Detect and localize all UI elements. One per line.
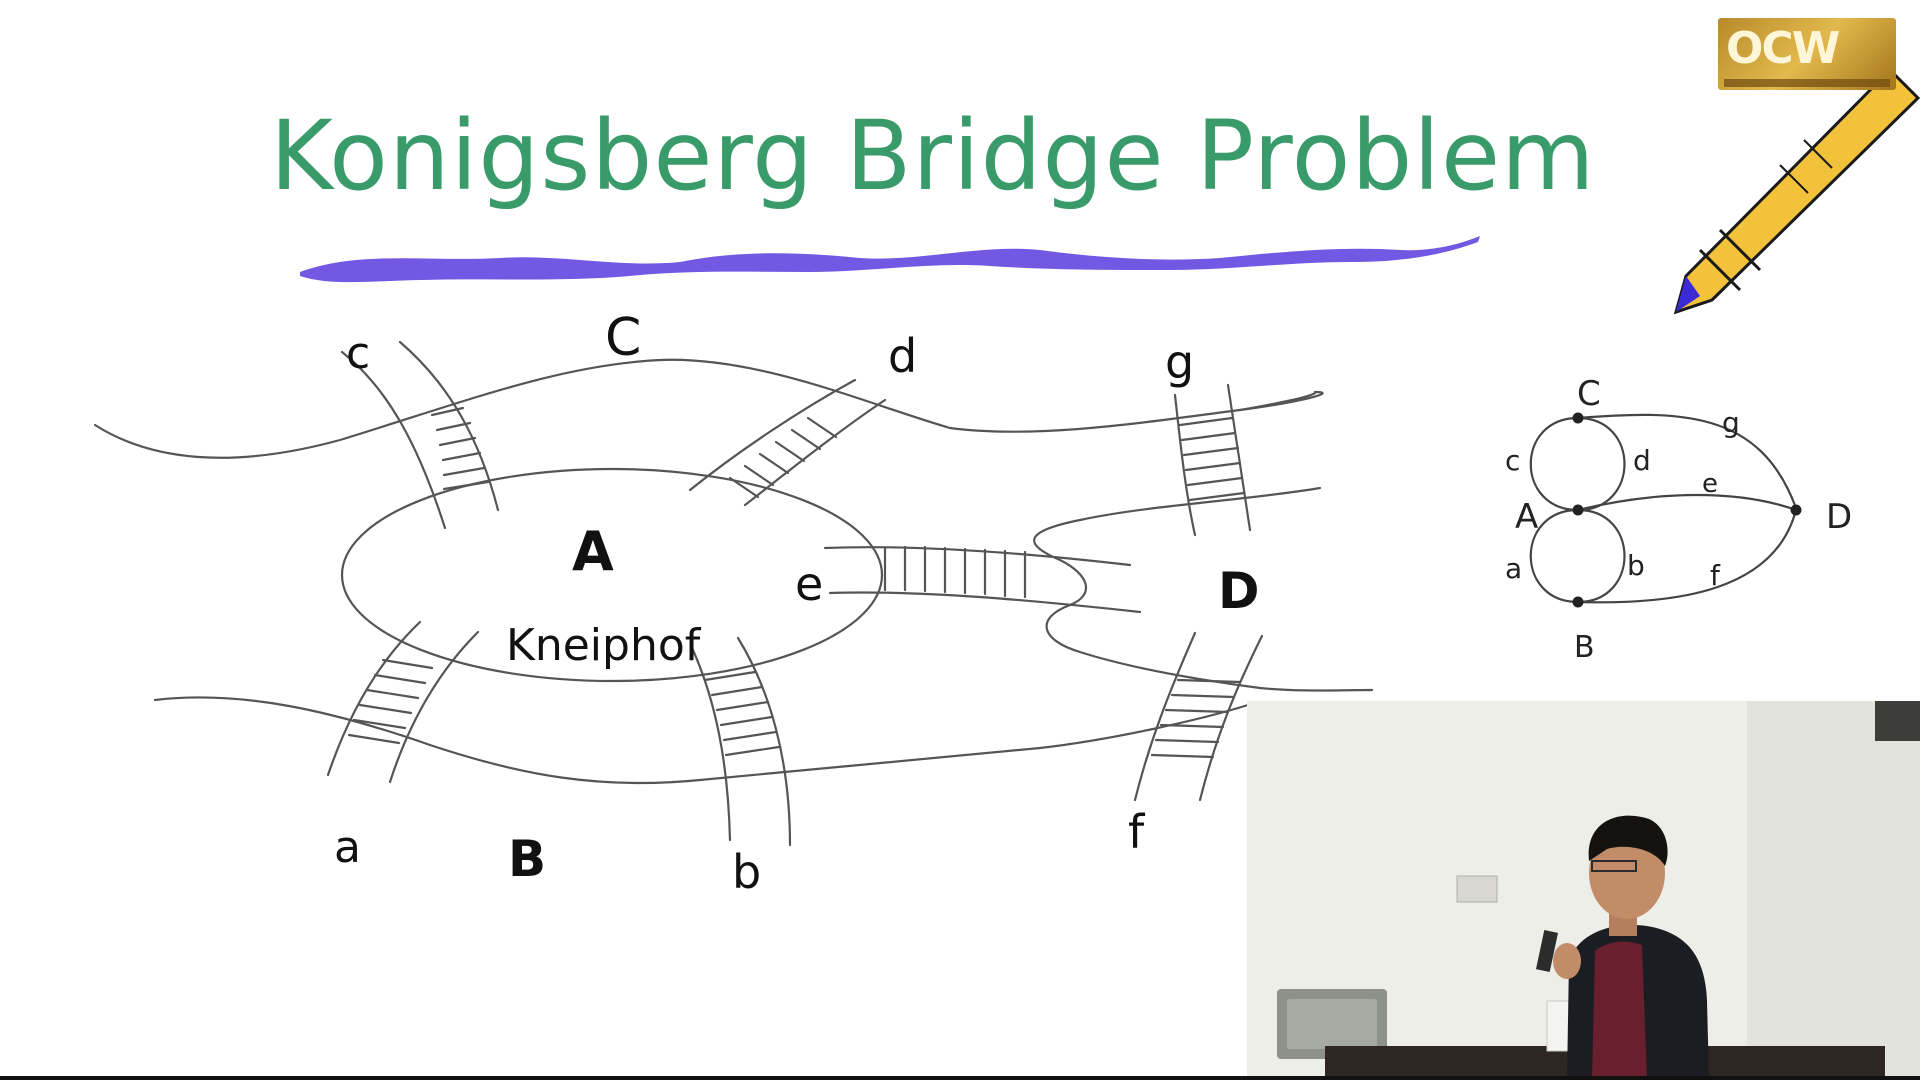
graph-edge-a	[1529, 508, 1579, 604]
graph-edge-d	[1577, 416, 1626, 512]
label-bridge-f: f	[1128, 805, 1146, 859]
label-bank-c: C	[605, 308, 641, 368]
graph-label-edge-b: b	[1627, 549, 1645, 582]
bridge-g	[1173, 383, 1252, 537]
label-island-a: A	[572, 520, 614, 583]
presenter-video	[1247, 701, 1920, 1080]
graph-nodes	[1572, 412, 1802, 608]
label-bridge-e: e	[795, 557, 823, 611]
graph-edge-e	[1577, 493, 1797, 512]
graph-label-edge-f: f	[1710, 559, 1721, 592]
presenter-scene	[1247, 701, 1920, 1080]
graph-label-edge-g: g	[1722, 406, 1740, 439]
graph-label-node-d: D	[1826, 497, 1852, 537]
lower-riverbank	[153, 696, 1250, 785]
label-kneiphof: Kneiphof	[506, 620, 702, 671]
label-bridge-d: d	[888, 329, 917, 383]
upper-riverbank-end	[1238, 391, 1317, 412]
label-bridge-b: b	[732, 845, 761, 899]
bridge-c	[340, 340, 500, 530]
land-d-outline	[1033, 486, 1374, 692]
bridge-a	[326, 620, 480, 784]
bottom-bar	[0, 1076, 1920, 1080]
graph-node-a	[1572, 504, 1584, 516]
graph-label-node-b: B	[1574, 630, 1595, 665]
graph-label-node-a: A	[1515, 497, 1538, 537]
graph-label-edge-c: c	[1505, 444, 1520, 477]
graph-label-edge-e: e	[1702, 469, 1718, 499]
bridge-f	[1133, 631, 1264, 802]
graph-node-c	[1572, 412, 1584, 424]
graph-node-d	[1790, 504, 1802, 516]
graph-label-node-c: C	[1577, 374, 1601, 414]
label-bank-b: B	[508, 830, 546, 888]
island-kneiphof	[340, 467, 884, 683]
label-bridge-c: c	[346, 328, 370, 379]
bridge-d	[688, 378, 887, 507]
label-bridge-a: a	[334, 822, 361, 873]
label-land-d: D	[1218, 562, 1260, 620]
bridge-b	[691, 636, 792, 847]
fountain-pen-icon	[1673, 67, 1920, 315]
graph-node-b	[1572, 596, 1584, 608]
graph-label-edge-d: d	[1633, 444, 1651, 477]
ocw-logo-mark: OCW	[1726, 23, 1840, 74]
graph-label-edge-a: a	[1505, 552, 1522, 585]
title-underline	[300, 236, 1480, 283]
label-bridge-g: g	[1165, 335, 1194, 389]
graph-edge-c	[1529, 416, 1579, 512]
bridge-e	[823, 545, 1142, 614]
graph	[1529, 413, 1798, 604]
graph-edge-f	[1577, 509, 1798, 604]
slide-title: Konigsberg Bridge Problem	[270, 100, 1596, 212]
graph-edge-g	[1577, 413, 1798, 509]
upper-riverbank	[93, 358, 1324, 459]
ocw-logo-subtitle	[1724, 79, 1890, 87]
graph-edge-b	[1577, 508, 1626, 604]
ocw-logo: OCW	[1718, 18, 1896, 90]
